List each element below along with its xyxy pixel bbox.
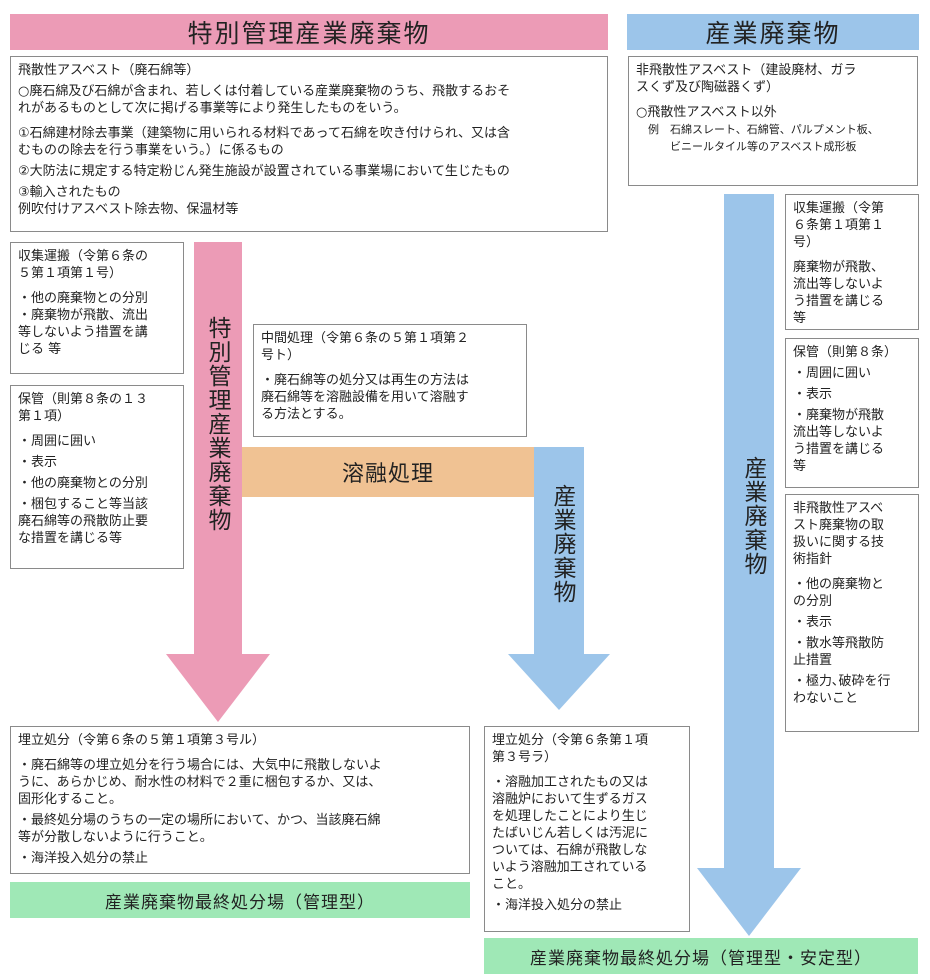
landfill-special-bullet: ・海洋投入処分の禁止 bbox=[18, 851, 149, 866]
friable-asbestos-box: 飛散性アスベスト（廃石綿等） ○廃石綿及び石綿が含まれ、若しくは付着している産業… bbox=[10, 56, 608, 232]
melted-industrial-arrow-shaft bbox=[534, 447, 584, 654]
friable-asbestos-title: 飛散性アスベスト（廃石綿等） bbox=[18, 63, 200, 78]
left-storage-bullet: ・他の廃棄物との分別 bbox=[18, 476, 148, 491]
left-storage-bullet: ・表示 bbox=[18, 455, 58, 470]
nonfriable-guideline-bullet: ・表示 bbox=[793, 615, 833, 630]
landfill-melted-bullet: ・溶融加工されたもの又は 溶融炉において生ずるガス を処理したことにより生じ た… bbox=[492, 775, 649, 892]
industrial-waste-arrow-shaft bbox=[724, 194, 774, 868]
intermediate-treatment-text: ・廃石綿等の処分又は再生の方法は 廃石綿等を溶融設備を用いて溶融す る方法とする… bbox=[261, 373, 470, 422]
left-storage-box: 保管（則第８条の１３ 第１項） ・周囲に囲い ・表示 ・他の廃棄物との分別 ・梱… bbox=[10, 385, 184, 569]
intermediate-treatment-box: 中間処理（令第６条の５第１項第２ 号ト） ・廃石綿等の処分又は再生の方法は 廃石… bbox=[253, 324, 527, 437]
industrial-waste-arrow-label: 産業廃棄物 bbox=[740, 456, 766, 576]
right-storage-box: 保管（則第８条） ・周囲に囲い ・表示 ・廃棄物が飛散 流出等しないよ う措置を… bbox=[785, 338, 919, 488]
special-waste-arrow-shaft bbox=[194, 242, 242, 654]
left-collection-bullet: ・廃棄物が飛散、流出 等しないよう措置を講 じる 等 bbox=[18, 308, 149, 357]
left-collection-title: 収集運搬（令第６条の ５第１項第１号） bbox=[18, 249, 149, 281]
special-waste-header: 特別管理産業廃棄物 bbox=[10, 14, 608, 50]
right-storage-bullet: ・周囲に囲い bbox=[793, 366, 872, 381]
left-storage-bullet: ・梱包すること等当該 廃石綿等の飛散防止要 な措置を講じる等 bbox=[18, 497, 149, 546]
melted-industrial-arrow-label: 産業廃棄物 bbox=[549, 484, 575, 604]
nonfriable-guideline-bullet: ・散水等飛散防 止措置 bbox=[793, 636, 885, 668]
managed-stable-disposal-site: 産業廃棄物最終処分場（管理型・安定型） bbox=[484, 938, 918, 974]
melting-process-label: 溶融処理 bbox=[341, 462, 434, 487]
managed-disposal-site-label: 産業廃棄物最終処分場（管理型） bbox=[105, 892, 375, 913]
melting-process-band: 溶融処理 bbox=[242, 447, 534, 497]
nonfriable-guideline-title: 非飛散性アスベ スト廃棄物の取 扱いに関する技 術指針 bbox=[793, 501, 885, 567]
nonfriable-guideline-box: 非飛散性アスベ スト廃棄物の取 扱いに関する技 術指針 ・他の廃棄物と の分別 … bbox=[785, 494, 919, 732]
nonfriable-guideline-bullet: ・極力､破砕を行 わないこと bbox=[793, 674, 891, 706]
friable-asbestos-item-2: ②大防法に規定する特定粉じん発生施設が設置されている事業場において生じたもの bbox=[18, 164, 510, 179]
industrial-waste-header: 産業廃棄物 bbox=[627, 14, 919, 50]
friable-asbestos-definition: ○廃石綿及び石綿が含まれ、若しくは付着している産業廃棄物のうち、飛散するおそ れ… bbox=[18, 84, 511, 116]
melted-industrial-arrow-head bbox=[508, 654, 610, 710]
landfill-melted-box: 埋立処分（令第６条第１項 第３号ラ） ・溶融加工されたもの又は 溶融炉において生… bbox=[484, 726, 690, 932]
left-storage-title: 保管（則第８条の１３ 第１項） bbox=[18, 392, 149, 424]
right-storage-bullet: ・表示 bbox=[793, 387, 833, 402]
intermediate-treatment-title: 中間処理（令第６条の５第１項第２ 号ト） bbox=[261, 331, 470, 363]
nonfriable-asbestos-example: 例 石綿スレート、石綿管、パルプメント板、 ビニールタイル等のアスベスト成形板 bbox=[648, 123, 879, 153]
right-storage-bullet: ・廃棄物が飛散 流出等しないよ う措置を講じる 等 bbox=[793, 408, 885, 474]
right-storage-title: 保管（則第８条） bbox=[793, 345, 898, 360]
friable-asbestos-item-1: ①石綿建材除去事業（建築物に用いられる材料であって石綿を吹き付けられ、又は含 む… bbox=[18, 126, 511, 158]
left-storage-bullet: ・周囲に囲い bbox=[18, 434, 97, 449]
special-waste-arrow-head bbox=[166, 654, 270, 722]
managed-stable-disposal-site-label: 産業廃棄物最終処分場（管理型・安定型） bbox=[530, 948, 872, 969]
managed-disposal-site: 産業廃棄物最終処分場（管理型） bbox=[10, 882, 470, 918]
nonfriable-asbestos-item: ○飛散性アスベスト以外 bbox=[636, 105, 777, 120]
landfill-special-bullet: ・最終処分場のうちの一定の場所において、かつ、当該廃石綿 等が分散しないように行… bbox=[18, 813, 381, 845]
landfill-melted-bullet: ・海洋投入処分の禁止 bbox=[492, 898, 623, 913]
friable-asbestos-item-3: ③輸入されたもの 例吹付けアスベスト除去物、保温材等 bbox=[18, 185, 239, 217]
nonfriable-asbestos-title: 非飛散性アスベスト（建設廃材、ガラ スくず及び陶磁器くず） bbox=[636, 63, 857, 95]
right-collection-text: 廃棄物が飛散、 流出等しないよ う措置を講じる 等 bbox=[793, 260, 885, 326]
nonfriable-guideline-bullet: ・他の廃棄物と の分別 bbox=[793, 577, 885, 609]
landfill-special-bullet: ・廃石綿等の埋立処分を行う場合には、大気中に飛散しないよ うに、あらかじめ、耐水… bbox=[18, 758, 382, 807]
left-collection-bullet: ・他の廃棄物との分別 bbox=[18, 291, 148, 306]
landfill-melted-title: 埋立処分（令第６条第１項 第３号ラ） bbox=[492, 733, 649, 765]
landfill-special-box: 埋立処分（令第６条の５第１項第３号ル） ・廃石綿等の埋立処分を行う場合には、大気… bbox=[10, 726, 470, 874]
nonfriable-asbestos-box: 非飛散性アスベスト（建設廃材、ガラ スくず及び陶磁器くず） ○飛散性アスベスト以… bbox=[628, 56, 918, 186]
right-collection-title: 収集運搬（令第 ６条第１項第１ 号） bbox=[793, 201, 885, 250]
industrial-waste-arrow-head bbox=[697, 868, 801, 936]
right-collection-box: 収集運搬（令第 ６条第１項第１ 号） 廃棄物が飛散、 流出等しないよ う措置を講… bbox=[785, 194, 919, 330]
special-waste-arrow-label: 特別管理産業廃棄物 bbox=[204, 316, 230, 532]
left-collection-box: 収集運搬（令第６条の ５第１項第１号） ・他の廃棄物との分別 ・廃棄物が飛散、流… bbox=[10, 242, 184, 374]
landfill-special-title: 埋立処分（令第６条の５第１項第３号ル） bbox=[18, 733, 266, 748]
